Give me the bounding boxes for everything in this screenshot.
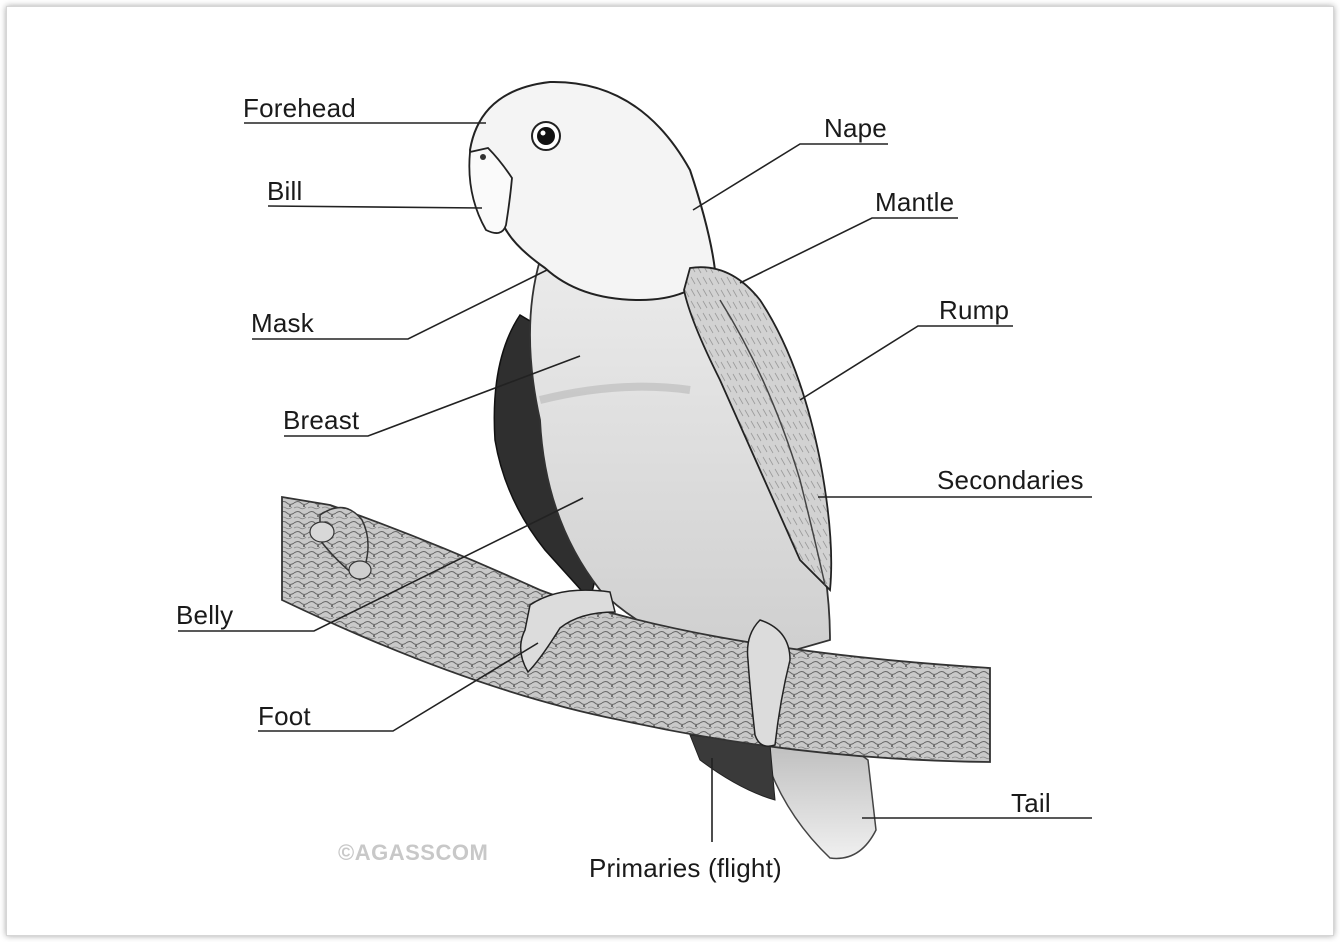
label-belly: Belly [176, 602, 233, 628]
label-primaries: Primaries (flight) [589, 855, 782, 881]
leader-bill [268, 206, 482, 208]
label-breast: Breast [283, 407, 359, 433]
label-nape: Nape [824, 115, 887, 141]
label-secondaries: Secondaries [937, 467, 1084, 493]
watermark: ©AGASSCOM [338, 840, 488, 866]
leader-mantle [740, 218, 958, 283]
leader-rump [800, 326, 1013, 400]
label-mantle: Mantle [875, 189, 954, 215]
label-forehead: Forehead [243, 95, 356, 121]
label-foot: Foot [258, 703, 311, 729]
label-bill: Bill [267, 178, 302, 204]
label-mask: Mask [251, 310, 314, 336]
leader-nape [693, 144, 888, 210]
label-tail: Tail [1011, 790, 1051, 816]
label-rump: Rump [939, 297, 1009, 323]
